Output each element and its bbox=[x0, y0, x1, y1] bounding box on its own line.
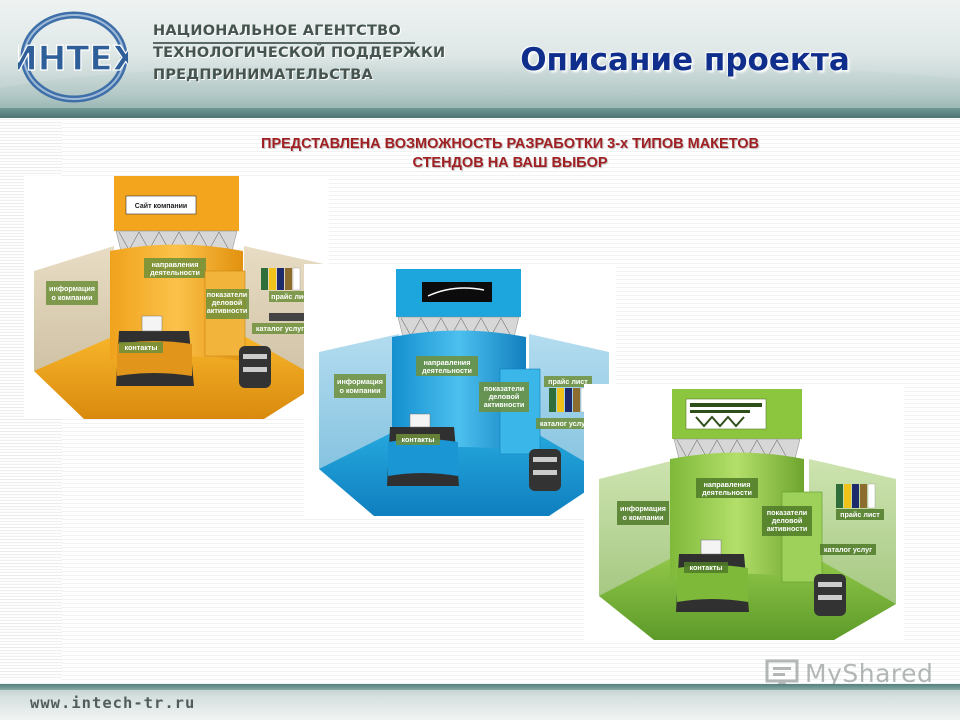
booth-blue-contacts: контакты bbox=[401, 435, 434, 444]
slide-subtitle: ПРЕДСТАВЛЕНА ВОЗМОЖНОСТЬ РАЗРАБОТКИ 3-х … bbox=[120, 135, 900, 173]
booth-green-catalog: каталог услуг bbox=[824, 545, 872, 554]
svg-text:ИНТЕХ: ИНТЕХ bbox=[18, 39, 128, 79]
watermark-text: MyShared bbox=[805, 659, 934, 688]
booth-blue-info-2: о компании bbox=[339, 386, 380, 395]
footer-website-url[interactable]: www.intech-tr.ru bbox=[30, 694, 196, 712]
booth-orange-directions-2: деятельности bbox=[150, 268, 200, 277]
booth-blue-directions-1: направления bbox=[424, 358, 471, 367]
booth-blue-indicators-2: деловой bbox=[489, 392, 520, 401]
booth-orange-catalog: каталог услуг bbox=[256, 324, 304, 333]
booth-green-directions-1: направления bbox=[704, 480, 751, 489]
booth-blue-pricelist: прайс лист bbox=[548, 377, 588, 386]
booth-blue-indicators-1: показатели bbox=[484, 384, 524, 393]
booth-green-pricelist: прайс лист bbox=[840, 510, 880, 519]
header-band bbox=[0, 0, 960, 118]
booth-orange-indicators-2: деловой bbox=[212, 298, 243, 307]
booth-orange-info-1: информация bbox=[49, 284, 95, 293]
booth-green-indicators-2: деловой bbox=[772, 516, 803, 525]
booth-green-indicators-3: активности bbox=[767, 524, 808, 533]
agency-line-1: НАЦИОНАЛЬНОЕ АГЕНТСТВО bbox=[153, 23, 401, 39]
subtitle-line-1: ПРЕДСТАВЛЕНА ВОЗМОЖНОСТЬ РАЗРАБОТКИ 3-х … bbox=[261, 136, 759, 152]
booth-orange-pricelist: прайс лист bbox=[271, 292, 311, 301]
booth-green-indicators-1: показатели bbox=[767, 508, 807, 517]
agency-name: НАЦИОНАЛЬНОЕ АГЕНТСТВО ТЕХНОЛОГИЧЕСКОЙ П… bbox=[153, 20, 446, 86]
booth-image-orange: Сайт компании направления деятельности п… bbox=[24, 176, 329, 419]
booth-orange-banner: Сайт компании bbox=[135, 202, 187, 210]
booth-image-blue: направления деятельности показатели дело… bbox=[304, 264, 616, 516]
booth-blue-directions-2: деятельности bbox=[422, 366, 472, 375]
booth-orange-directions-1: направления bbox=[152, 260, 199, 269]
booth-blue-catalog: каталог услуг bbox=[540, 419, 588, 428]
booth-green-contacts: контакты bbox=[689, 563, 722, 572]
booth-green-directions-2: деятельности bbox=[702, 488, 752, 497]
agency-line-3: ПРЕДПРИНИМАТЕЛЬСТВА bbox=[153, 67, 373, 83]
booth-orange-indicators-3: активности bbox=[207, 306, 248, 315]
footer-band: www.intech-tr.ru bbox=[0, 684, 960, 720]
booth-green-info-1: информация bbox=[620, 504, 666, 513]
agency-line-2: ТЕХНОЛОГИЧЕСКОЙ ПОДДЕРЖКИ bbox=[153, 45, 446, 61]
booth-orange-contacts: контакты bbox=[124, 343, 157, 352]
booth-orange-info-2: о компании bbox=[51, 293, 92, 302]
booth-green-info-2: о компании bbox=[622, 513, 663, 522]
booth-blue-indicators-3: активности bbox=[484, 400, 525, 409]
page-title: Описание проекта bbox=[520, 42, 850, 78]
booth-orange-indicators-1: показатели bbox=[207, 290, 247, 299]
subtitle-line-2: СТЕНДОВ НА ВАШ ВЫБОР bbox=[412, 155, 608, 171]
booth-image-green: направления деятельности показатели дело… bbox=[584, 384, 904, 640]
booth-blue-info-1: информация bbox=[337, 377, 383, 386]
intech-logo: ИНТЕХ bbox=[18, 11, 128, 103]
